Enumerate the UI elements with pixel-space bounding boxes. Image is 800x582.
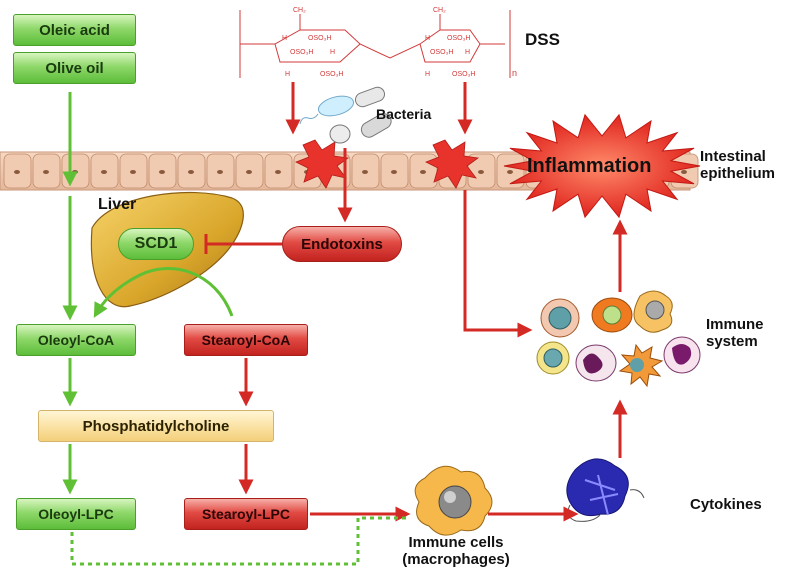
oleoyl-lpc-box: Oleoyl-LPC bbox=[16, 498, 136, 530]
oleic-acid-box: Oleic acid bbox=[13, 14, 136, 46]
epithelial-cell-nucleus bbox=[43, 170, 49, 174]
svg-text:H: H bbox=[425, 71, 430, 78]
immune-cells-label: Immune cells (macrophages) bbox=[402, 534, 510, 569]
stearoyl-coa-label: Stearoyl-CoA bbox=[201, 332, 291, 348]
dss-label: DSS bbox=[525, 30, 560, 49]
oleoyl-coa-box: Oleoyl-CoA bbox=[16, 324, 136, 356]
arrow-scd1-to-oleoyl-coa bbox=[93, 267, 234, 318]
stearoyl-lpc-box: Stearoyl-LPC bbox=[184, 498, 308, 530]
bacteria-icon bbox=[299, 86, 392, 144]
olive-oil-box: Olive oil bbox=[13, 52, 136, 84]
dss-ch2-left: CH₂ bbox=[293, 7, 306, 14]
endotoxins-box: Endotoxins bbox=[282, 226, 402, 262]
dotted-oleoyl-lpc-connector bbox=[70, 516, 406, 566]
epithelial-cell-nucleus bbox=[275, 170, 281, 174]
dss-structure: CH₂ CH₂ H OSO₃H OSO₃H H OSO₃H H H OSO₃H … bbox=[239, 7, 517, 78]
phosphatidylcholine-box: Phosphatidylcholine bbox=[38, 410, 274, 442]
epithelial-cell-nucleus bbox=[72, 170, 78, 174]
oleoyl-lpc-label: Oleoyl-LPC bbox=[38, 506, 114, 522]
immune-system-label: Immune system bbox=[706, 316, 764, 351]
epithelial-cell-nucleus bbox=[478, 170, 484, 174]
cytokines-label: Cytokines bbox=[690, 496, 762, 513]
endotoxins-label: Endotoxins bbox=[301, 235, 383, 253]
svg-text:OSO₃H: OSO₃H bbox=[290, 49, 313, 56]
stearoyl-lpc-label: Stearoyl-LPC bbox=[202, 506, 290, 522]
oleic-acid-label: Oleic acid bbox=[39, 21, 110, 39]
epithelial-cell-nucleus bbox=[246, 170, 252, 174]
inflammation-label: Inflammation bbox=[527, 155, 652, 177]
intestinal-epithelium-label: Intestinal epithelium bbox=[700, 148, 776, 183]
svg-text:OSO₃H: OSO₃H bbox=[430, 49, 453, 56]
cytokine-protein-icon bbox=[566, 458, 645, 522]
epithelial-cell-nucleus bbox=[391, 170, 397, 174]
scd1-box: SCD1 bbox=[118, 228, 194, 260]
oleoyl-coa-label: Oleoyl-CoA bbox=[37, 332, 115, 348]
svg-text:OSO₃H: OSO₃H bbox=[447, 35, 470, 42]
olive-oil-label: Olive oil bbox=[45, 59, 104, 77]
inflammation-burst bbox=[503, 113, 701, 219]
epithelial-cell-nucleus bbox=[681, 170, 687, 174]
epithelial-damage-burst-left bbox=[295, 139, 350, 189]
epithelial-damage-burst-right bbox=[425, 139, 480, 189]
macrophage-icon bbox=[414, 465, 493, 536]
svg-text:H: H bbox=[285, 71, 290, 78]
svg-text:OSO₃H: OSO₃H bbox=[320, 71, 343, 78]
epithelial-cell-nucleus bbox=[130, 170, 136, 174]
inhibition-endotoxins-to-scd1 bbox=[204, 234, 282, 254]
epithelial-cell-nucleus bbox=[188, 170, 194, 174]
bacteria-label: Bacteria bbox=[376, 106, 432, 122]
svg-text:H: H bbox=[425, 35, 430, 42]
dss-n-subscript: n bbox=[512, 68, 517, 78]
epithelial-cell-nucleus bbox=[507, 170, 513, 174]
epithelial-cell-nucleus bbox=[14, 170, 20, 174]
epithelial-cell-nucleus bbox=[159, 170, 165, 174]
svg-text:H: H bbox=[282, 35, 287, 42]
svg-text:H: H bbox=[465, 49, 470, 56]
arrow-epithelium-to-immune-system bbox=[463, 190, 533, 338]
epithelial-cell-nucleus bbox=[217, 170, 223, 174]
phosphatidylcholine-label: Phosphatidylcholine bbox=[82, 417, 230, 435]
scd1-label: SCD1 bbox=[134, 235, 178, 252]
svg-text:OSO₃H: OSO₃H bbox=[308, 35, 331, 42]
dss-ch2-right: CH₂ bbox=[433, 7, 446, 14]
epithelial-cell-nucleus bbox=[101, 170, 107, 174]
immune-system-cells bbox=[536, 290, 701, 388]
epithelial-cell-nucleus bbox=[362, 170, 368, 174]
epithelial-cell-nucleus bbox=[420, 170, 426, 174]
stearoyl-coa-box: Stearoyl-CoA bbox=[184, 324, 308, 356]
svg-text:H: H bbox=[330, 49, 335, 56]
liver-label: Liver bbox=[98, 196, 137, 213]
svg-text:OSO₃H: OSO₃H bbox=[452, 71, 475, 78]
